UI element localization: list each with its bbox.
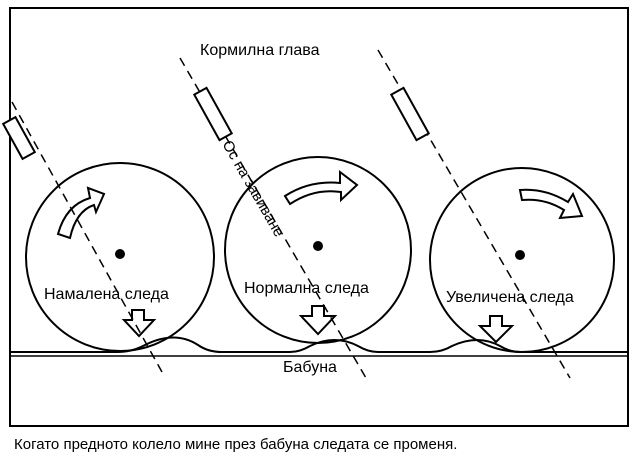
road — [10, 336, 628, 357]
wheel-increased-trail: Увеличена следа — [377, 49, 615, 379]
steering-head-box — [389, 86, 431, 142]
contact-arrow-icon — [121, 309, 157, 338]
diagram-caption: Когато предното колело мине през бабуна … — [14, 436, 458, 453]
rotation-arrow-icon — [518, 188, 584, 220]
steering-head-box — [192, 86, 234, 142]
reduced-trail-label: Намалена следа — [44, 286, 169, 303]
steering-head-label: Кормилна глава — [200, 42, 320, 59]
wheel-hub — [515, 250, 525, 260]
increased-trail-label: Увеличена следа — [446, 289, 574, 306]
bump-label: Бабуна — [283, 359, 337, 376]
wheel-circle — [224, 156, 412, 344]
normal-trail-label: Нормална следа — [244, 280, 369, 297]
wheel-reduced-trail: Намалена следа — [1, 101, 215, 373]
rotation-arrow-icon — [283, 169, 359, 206]
wheel-circle — [429, 167, 615, 353]
contact-arrow-icon — [477, 315, 515, 344]
steering-head-box — [1, 115, 37, 161]
wheel-hub — [313, 241, 323, 251]
wheel-normal-trail: Кормилна глава Ос на завиване Нормална с… — [179, 42, 412, 379]
diagram-frame — [9, 7, 629, 427]
wheel-circle — [25, 162, 215, 352]
contact-arrow-icon — [298, 305, 338, 336]
wheel-hub — [115, 249, 125, 259]
steering-axis-line — [11, 101, 163, 373]
rotation-arrow-icon — [56, 186, 106, 240]
